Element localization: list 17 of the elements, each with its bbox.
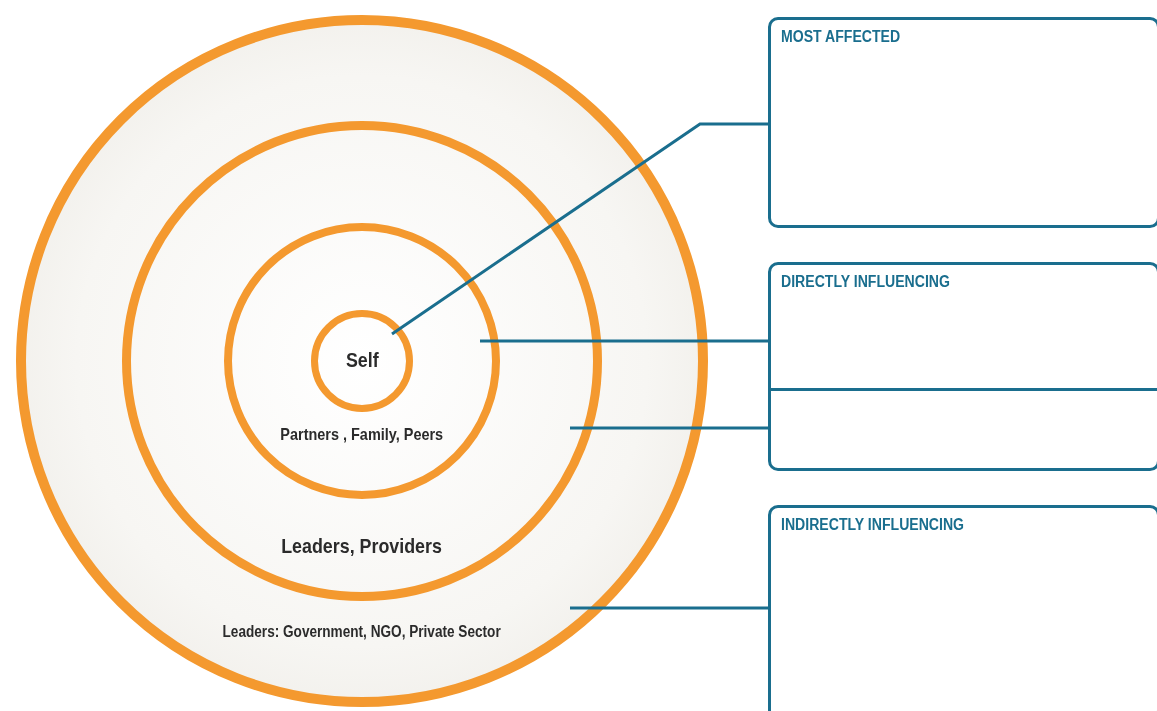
circle <box>311 310 413 412</box>
box-heading: MOST AFFECTED <box>781 28 901 46</box>
ring <box>224 223 500 499</box>
ring-label: Leaders: Government, NGO, Private Sector <box>222 623 502 642</box>
box-heading: DIRECTLY INFLUENCING <box>781 273 950 291</box>
note-box <box>768 17 1157 228</box>
box-heading: INDIRECTLY INFLUENCING <box>781 516 965 534</box>
ring <box>122 121 602 601</box>
leader-line <box>480 339 768 343</box>
note-box <box>768 262 1157 471</box>
leader-line <box>570 426 768 430</box>
ring-label: Partners , Family, Peers <box>280 424 444 445</box>
ring-label: Leaders, Providers <box>281 534 443 559</box>
circle-label: Self <box>345 348 379 373</box>
leader-line <box>391 122 768 336</box>
note-box <box>768 505 1157 711</box>
leader-line <box>570 606 768 610</box>
